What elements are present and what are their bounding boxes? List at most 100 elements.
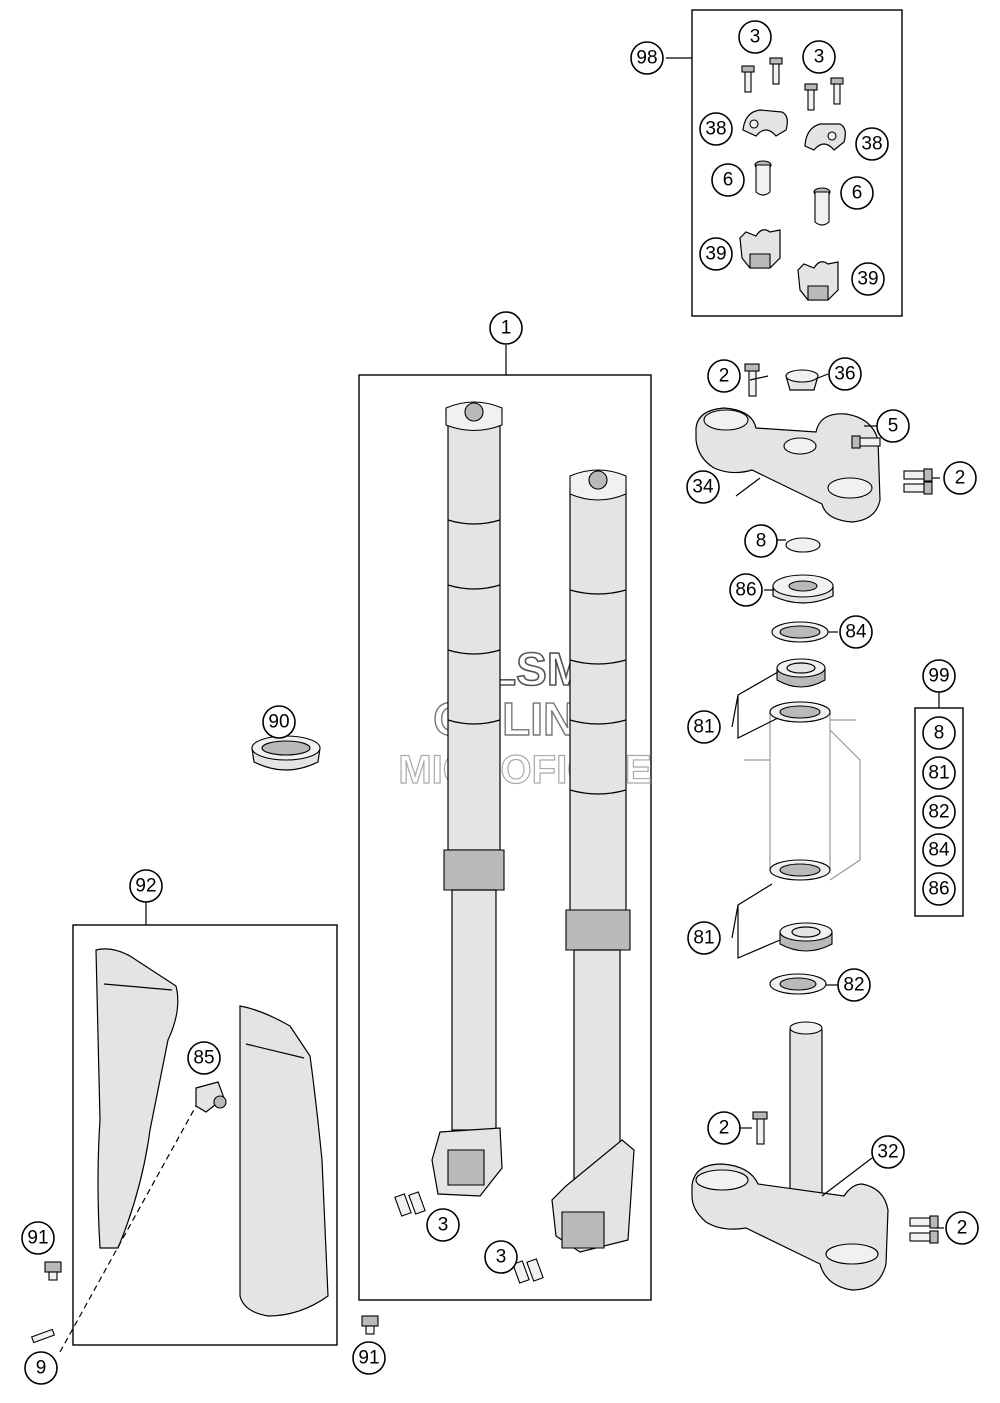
callout-1[interactable]: 1 (489, 311, 523, 345)
guard-bolt-long (30, 1328, 56, 1344)
callout-9[interactable]: 9 (24, 1351, 58, 1385)
callout-6-right[interactable]: 6 (840, 176, 874, 210)
svg-text:6: 6 (723, 170, 734, 191)
svg-text:84: 84 (845, 622, 867, 643)
frame-fork-assembly-1 (358, 374, 652, 1301)
callout-8[interactable]: 8 (744, 524, 778, 558)
svg-text:38: 38 (705, 119, 726, 140)
callout-3-kit-left[interactable]: 3 (738, 20, 772, 54)
guard-screw-right (361, 1315, 379, 1335)
callout-81-lower[interactable]: 81 (687, 921, 721, 955)
callout-38-right[interactable]: 38 (855, 127, 889, 161)
clamp-bolt-right (813, 187, 831, 226)
bearing-race-lower (769, 859, 831, 881)
callout-98[interactable]: 98 (630, 41, 664, 75)
callout-39-left[interactable]: 39 (699, 237, 733, 271)
brake-line-holder (195, 1081, 227, 1113)
pinch-bolts-upper-right (903, 468, 933, 495)
callout-81-upper[interactable]: 81 (687, 710, 721, 744)
upper-triple-clamp (695, 407, 881, 523)
svg-text:81: 81 (693, 928, 714, 949)
kit-99-item-86[interactable]: 86 (922, 872, 956, 906)
svg-text:5: 5 (888, 416, 899, 437)
callout-3-kit-right[interactable]: 3 (802, 40, 836, 74)
svg-text:98: 98 (636, 48, 657, 69)
callout-2-lower-right[interactable]: 2 (945, 1211, 979, 1245)
axle-clamp-screws-left (394, 1191, 426, 1217)
handlebar-clamp-upper-right (804, 123, 846, 151)
svg-text:8: 8 (934, 723, 945, 744)
callout-32[interactable]: 32 (871, 1135, 905, 1169)
svg-text:39: 39 (857, 269, 878, 290)
svg-text:34: 34 (692, 477, 714, 498)
svg-text:81: 81 (928, 763, 949, 784)
callout-92[interactable]: 92 (129, 869, 163, 903)
svg-text:3: 3 (496, 1247, 507, 1268)
svg-text:90: 90 (268, 712, 289, 733)
steering-stem-nut (785, 369, 819, 391)
callout-3-fork-left[interactable]: 3 (426, 1208, 460, 1242)
callout-5[interactable]: 5 (876, 409, 910, 443)
callout-2-lower-bolt[interactable]: 2 (707, 1111, 741, 1145)
callout-38-left[interactable]: 38 (699, 112, 733, 146)
upper-clamp-bolt (744, 363, 760, 397)
kit-99-item-84[interactable]: 84 (922, 833, 956, 867)
kit-99-item-82[interactable]: 82 (922, 795, 956, 829)
callout-84[interactable]: 84 (839, 615, 873, 649)
callout-2-upper-bolt[interactable]: 2 (707, 359, 741, 393)
fork-guard-left (95, 948, 179, 1249)
frame-kit-98 (691, 9, 903, 317)
frame-head-tube (744, 701, 861, 881)
callout-3-fork-right[interactable]: 3 (484, 1240, 518, 1274)
svg-text:9: 9 (36, 1358, 47, 1379)
axle-clamp-screws-right (512, 1258, 544, 1284)
handlebar-clamp-lower-left (739, 229, 781, 269)
fork-leg-right (551, 469, 635, 1253)
callout-39-right[interactable]: 39 (851, 262, 885, 296)
guard-screw-left (44, 1261, 62, 1281)
clamp-bolt-left (754, 160, 772, 196)
o-ring (785, 537, 821, 553)
svg-text:2: 2 (719, 1118, 730, 1139)
seal-ring-upper (771, 621, 829, 643)
callout-82[interactable]: 82 (837, 968, 871, 1002)
dust-cap-upper (772, 574, 834, 604)
svg-text:3: 3 (438, 1215, 449, 1236)
svg-text:91: 91 (27, 1228, 48, 1249)
callout-90[interactable]: 90 (262, 705, 296, 739)
callout-91-left[interactable]: 91 (21, 1221, 55, 1255)
callout-99[interactable]: 99 (922, 659, 956, 693)
leader-lines (59, 57, 944, 1353)
svg-text:84: 84 (928, 840, 950, 861)
svg-text:6: 6 (852, 183, 863, 204)
kit-99-item-81[interactable]: 81 (922, 756, 956, 790)
clamp-pinch-bolt-upper (851, 435, 881, 449)
callout-34[interactable]: 34 (686, 470, 720, 504)
pinch-bolts-lower-right (909, 1215, 939, 1244)
lower-triple-clamp-with-stem (691, 1021, 889, 1291)
kit-99-item-8[interactable]: 8 (922, 716, 956, 750)
svg-text:2: 2 (957, 1218, 968, 1239)
svg-text:86: 86 (928, 879, 949, 900)
svg-text:1: 1 (501, 318, 512, 339)
svg-text:92: 92 (135, 876, 156, 897)
callout-6-left[interactable]: 6 (711, 163, 745, 197)
svg-text:8: 8 (756, 531, 767, 552)
svg-text:36: 36 (834, 364, 855, 385)
svg-text:99: 99 (928, 666, 949, 687)
callout-86[interactable]: 86 (729, 573, 763, 607)
frame-fork-guards-92 (72, 924, 338, 1346)
callout-85[interactable]: 85 (187, 1041, 221, 1075)
callout-2-upper-right[interactable]: 2 (943, 461, 977, 495)
lower-clamp-bolt (752, 1111, 768, 1145)
callout-91-right[interactable]: 91 (352, 1341, 386, 1375)
svg-text:3: 3 (750, 27, 761, 48)
svg-text:82: 82 (843, 975, 864, 996)
bearing-lower (779, 922, 833, 952)
screw-pair-b (804, 77, 844, 111)
fork-guard-right (239, 1005, 329, 1317)
svg-text:85: 85 (193, 1048, 214, 1069)
svg-text:91: 91 (358, 1348, 379, 1369)
callout-36[interactable]: 36 (828, 357, 862, 391)
